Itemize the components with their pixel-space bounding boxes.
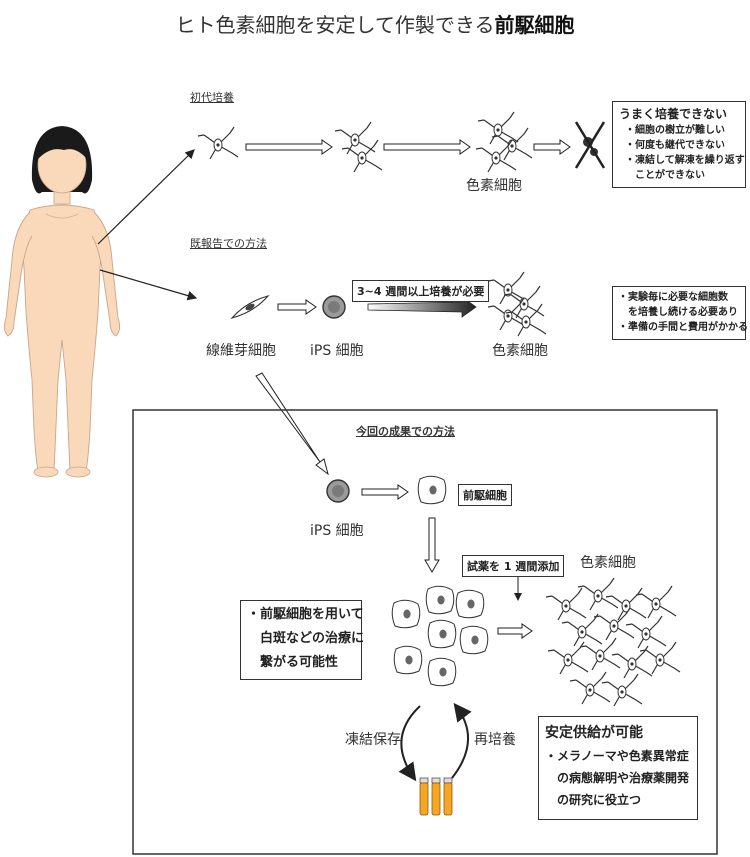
note-item: ことができない <box>625 170 705 181</box>
tag-precursor: 前駆細胞 <box>458 484 512 506</box>
note-primary-problem: うまく培養できない ・細胞の樹立が難しい ・何度も継代できない ・凍結して解凍を… <box>612 101 746 188</box>
section-new-method: 今回の成果での方法 <box>356 425 455 438</box>
section-existing-method: 既報告での方法 <box>190 237 267 250</box>
open-arrow-icon <box>497 623 533 639</box>
freeze-arrow <box>398 705 421 782</box>
note-item: ・凍結して解凍を繰り返す <box>625 155 745 166</box>
note-item: の病態解明や治療薬開発 <box>545 771 690 785</box>
fibroblast-icon <box>230 294 270 320</box>
melanocyte-cluster-icon <box>487 271 547 337</box>
label-pigment-cell: 色素細胞 <box>580 555 636 571</box>
note-item: を培養し続ける必要あり <box>618 307 738 318</box>
label-ips-cell: iPS 細胞 <box>310 343 364 359</box>
label-pigment-cell: 色素細胞 <box>492 343 548 359</box>
note-item: ・実験毎に必要な細胞数 <box>618 292 728 303</box>
note-item: 白斑などの治療に <box>247 631 365 646</box>
melanocyte-pair-icon <box>334 121 383 173</box>
failed-culture-icon <box>574 121 606 169</box>
precursor-cell-icon <box>417 475 447 505</box>
person-figure <box>3 126 121 478</box>
tag-culture-weeks: 3~4 週間以上培養が必要 <box>352 280 490 302</box>
arrow-to-fibroblast <box>99 269 198 301</box>
cryo-tubes-icon <box>419 777 453 816</box>
note-item: 繋がる可能性 <box>247 655 339 670</box>
melanocyte-field <box>545 577 681 707</box>
ips-cell-icon <box>322 295 346 319</box>
note-supply: 安定供給が可能 ・メラノーマや色素異常症 の病態解明や治療薬開発 の研究に役立つ <box>538 716 698 820</box>
note-item: ・細胞の樹立が難しい <box>625 125 725 136</box>
title-prefix: ヒト色素細胞を安定して作製できる <box>175 13 495 37</box>
precursor-cell-cluster <box>391 585 489 687</box>
label-fibroblast: 線維芽細胞 <box>206 343 276 359</box>
diagonal-open-arrow <box>255 372 329 476</box>
open-arrow-icon <box>383 139 471 155</box>
new-method-box <box>132 409 718 855</box>
page-title: ヒト色素細胞を安定して作製できる前駆細胞 <box>0 14 750 37</box>
open-arrow-icon <box>277 299 317 315</box>
open-arrow-down-icon <box>424 517 440 573</box>
open-arrow-icon <box>361 484 409 500</box>
note-item: ・準備の手間と費用がかかる <box>618 322 748 333</box>
melanocyte-cluster-icon <box>475 111 533 173</box>
title-emphasis: 前駆細胞 <box>494 13 575 37</box>
note-item: ・何度も継代できない <box>625 140 725 151</box>
note-existing-problem: ・実験毎に必要な細胞数 を培養し続ける必要あり ・準備の手間と費用がかかる <box>612 286 748 340</box>
note-item: の研究に役立つ <box>545 793 642 807</box>
note-heading: 安定供給が可能 <box>545 725 643 741</box>
note-item: ・前駆細胞を用いて <box>247 607 364 622</box>
label-freeze: 凍結保存 <box>345 732 401 748</box>
melanocyte-icon <box>197 126 239 160</box>
reculture-arrow <box>451 702 472 779</box>
tag-reagent: 試薬を 1 週間添加 <box>462 555 565 577</box>
note-heading: うまく培養できない <box>619 107 728 121</box>
ips-cell-icon <box>326 479 350 503</box>
arrow-to-primary <box>97 149 195 245</box>
note-item: ・メラノーマや色素異常症 <box>545 749 689 763</box>
label-reculture: 再培養 <box>474 732 516 748</box>
section-primary-culture: 初代培養 <box>190 91 234 104</box>
open-arrow-icon <box>533 139 571 155</box>
note-therapy: ・前駆細胞を用いて 白斑などの治療に 繋がる可能性 <box>240 600 365 680</box>
open-arrow-icon <box>245 139 333 155</box>
label-ips-cell: iPS 細胞 <box>310 523 364 539</box>
label-pigment-cell: 色素細胞 <box>466 178 522 194</box>
